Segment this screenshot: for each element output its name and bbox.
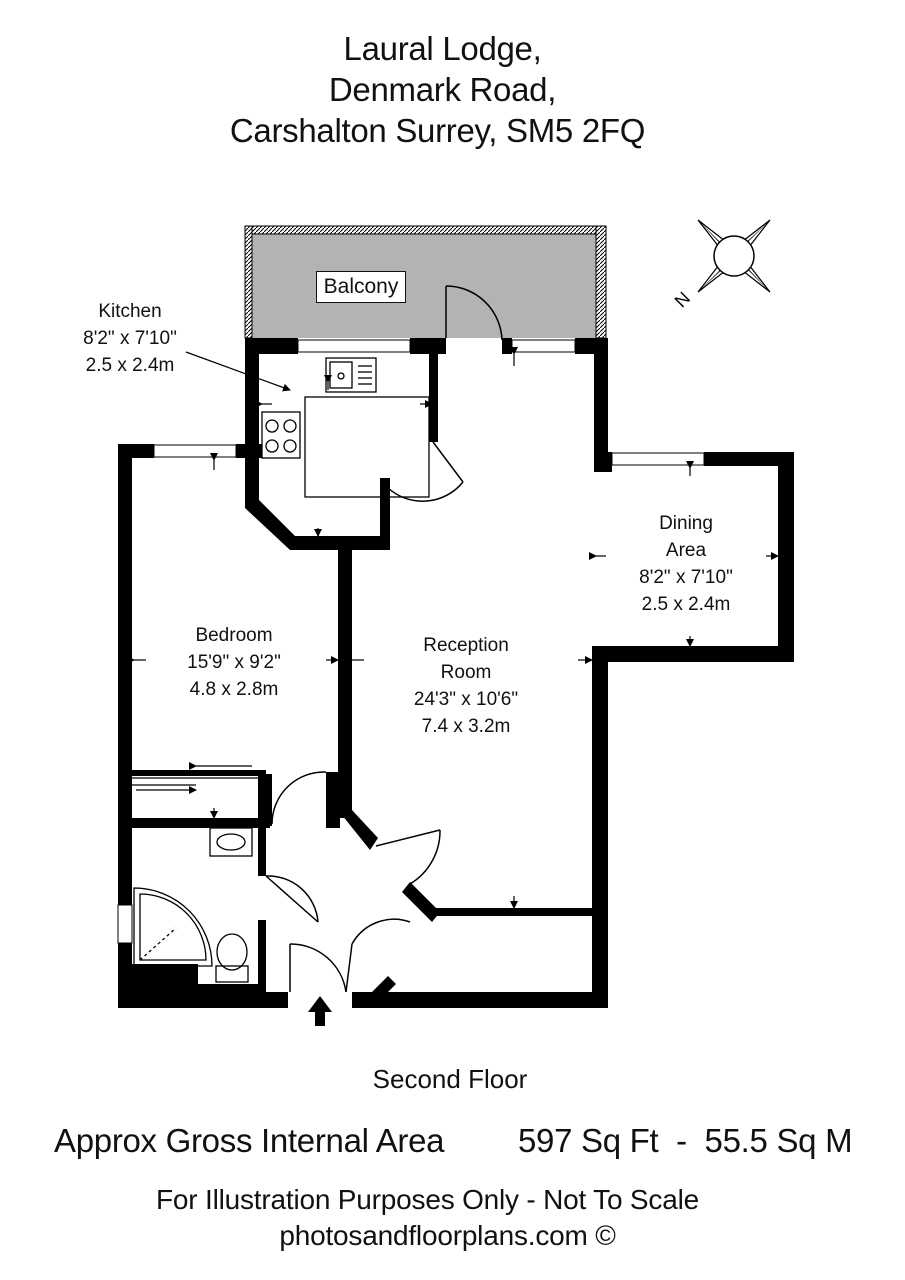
walls — [117, 338, 794, 1008]
floor-label: Second Floor — [372, 1064, 528, 1094]
bedroom-name: Bedroom — [195, 625, 273, 646]
dining-metric: 2.5 x 2.4m — [641, 594, 731, 615]
entrance-arrow-icon — [308, 996, 332, 1026]
area-label: Approx Gross Internal Area — [54, 1122, 445, 1159]
dimension-arrows — [127, 347, 779, 909]
kitchen-imperial: 8'2" x 7'10" — [83, 328, 177, 349]
address-block: Laural Lodge, Denmark Road, Carshalton S… — [0, 28, 905, 151]
bedroom-metric: 4.8 x 2.8m — [189, 679, 279, 700]
dining-name-1: Dining — [659, 513, 713, 534]
reception-metric: 7.4 x 3.2m — [421, 716, 511, 737]
door-swings — [265, 285, 503, 993]
kitchen-fixtures — [261, 357, 430, 498]
balcony — [244, 225, 607, 339]
area-value: 597 Sq Ft - 55.5 Sq M — [518, 1122, 853, 1159]
dining-name-2: Area — [665, 540, 707, 561]
address-line-2: Denmark Road, — [328, 71, 557, 108]
reception-imperial: 24'3" x 10'6" — [413, 689, 519, 710]
reception-name-2: Room — [440, 662, 492, 683]
disclaimer-line-2: photosandfloorplans.com © — [279, 1220, 616, 1251]
reception-label: Reception Room 24'3" x 10'6" 7.4 x 3.2m — [386, 632, 546, 740]
reception-name-1: Reception — [423, 635, 509, 656]
dining-imperial: 8'2" x 7'10" — [639, 567, 733, 588]
compass-north-label: N — [671, 288, 694, 311]
address-line-3: Carshalton Surrey, SM5 2FQ — [229, 112, 646, 149]
compass-icon — [697, 219, 771, 293]
kitchen-metric: 2.5 x 2.4m — [85, 355, 175, 376]
address-line-1: Laural Lodge, — [343, 30, 542, 67]
kitchen-name: Kitchen — [98, 301, 162, 322]
wardrobe — [132, 762, 260, 794]
kitchen-label: Kitchen 8'2" x 7'10" 2.5 x 2.4m — [60, 298, 200, 379]
disclaimer: For Illustration Purposes Only - Not To … — [0, 1182, 905, 1254]
disclaimer-line-1: For Illustration Purposes Only - Not To … — [156, 1184, 699, 1215]
bedroom-imperial: 15'9" x 9'2" — [187, 652, 281, 673]
bedroom-label: Bedroom 15'9" x 9'2" 4.8 x 2.8m — [164, 622, 304, 703]
balcony-label: Balcony — [316, 271, 406, 303]
windows — [153, 339, 705, 466]
bathroom-fixtures — [133, 827, 253, 983]
dining-label: Dining Area 8'2" x 7'10" 2.5 x 2.4m — [616, 510, 756, 618]
